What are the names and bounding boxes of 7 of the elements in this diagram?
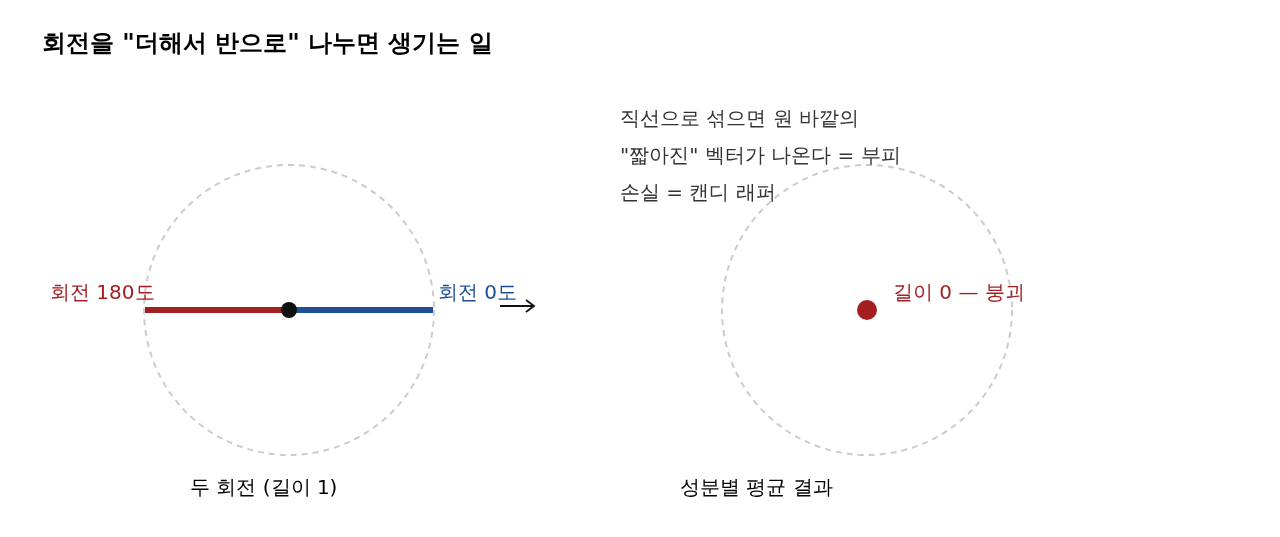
panel-caption: 두 회전 (길이 1) — [190, 475, 338, 499]
panel-caption: 성분별 평균 결과 — [680, 475, 833, 499]
angle-label: 회전 0도 — [438, 280, 518, 304]
result-label: 길이 0 — 붕괴 — [893, 280, 1025, 304]
title: 회전을 "더해서 반으로" 나누면 생기는 일 — [42, 28, 493, 58]
angle-label: 회전 180도 — [50, 280, 155, 304]
note-text: 직선으로 섞으면 원 바깥의 "짧아진" 벡터가 나온다 = 부피 손실 = 캔디 래퍼 — [620, 105, 902, 206]
